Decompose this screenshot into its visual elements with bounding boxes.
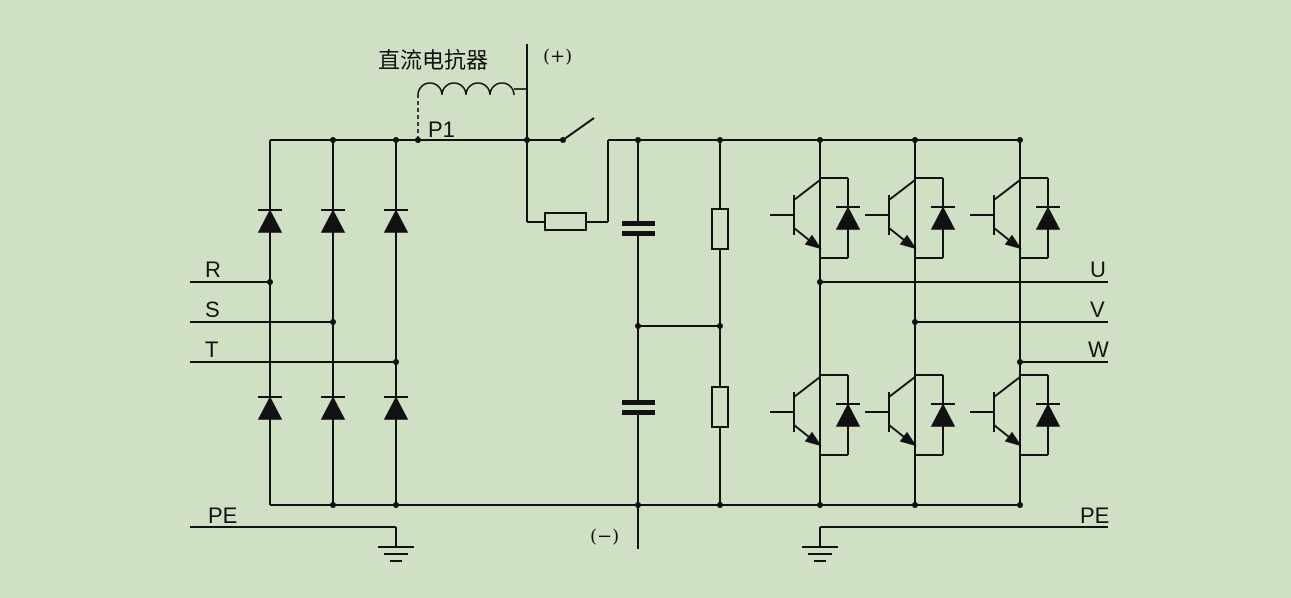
igbt-upper-v [865,177,956,259]
precharge-circuit [527,117,609,231]
igbt-lower-w [970,374,1061,456]
positive-terminal-label: (+) [543,46,572,67]
ground-symbol-right [802,526,1108,562]
igbt-lower-u [770,374,861,456]
capacitor-lower [622,400,655,405]
resistor-upper [711,208,729,250]
inverter-bridge [770,140,1061,505]
phase-s-label: S [205,297,220,322]
negative-terminal-label: (−) [590,526,619,547]
rectifier-diode-lower-r [257,396,283,420]
rectifier-diode-upper-t [383,209,409,233]
bypass-switch [562,117,595,141]
rectifier-diode-upper-r [257,209,283,233]
junction-dots [267,137,1023,508]
rectifier-diode-lower-s [320,396,346,420]
igbt-upper-u [770,177,861,259]
phase-v-label: V [1090,297,1105,322]
igbt-upper-w [970,177,1061,259]
rectifier-diode-upper-s [320,209,346,233]
igbt-lower-v [865,374,956,456]
dc-reactor-inductor [417,82,527,140]
resistor-lower [711,386,729,428]
phase-u-label: U [1090,257,1106,282]
phase-r-label: R [205,257,221,282]
ground-symbol-left [190,526,414,562]
phase-t-label: T [205,337,218,362]
rectifier-diode-lower-t [383,396,409,420]
p1-terminal-label: P1 [428,117,455,142]
pe-right-label: PE [1080,503,1109,528]
balancing-resistors [638,140,729,505]
capacitor-upper [622,221,655,226]
dc-reactor-label: 直流电抗器 [378,49,488,74]
phase-w-label: W [1088,337,1109,362]
charging-resistor [544,212,587,231]
dc-link-capacitors [622,140,655,549]
pe-left-label: PE [208,503,237,528]
